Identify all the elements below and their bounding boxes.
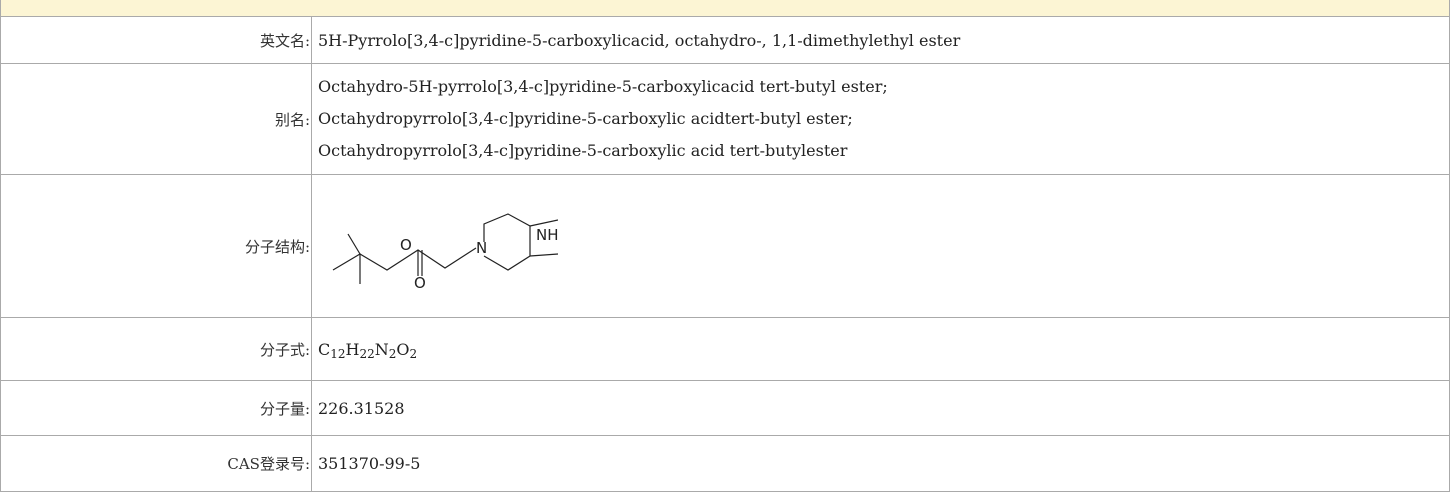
structure-label: 分子结构: <box>0 174 312 318</box>
cas-value: 351370-99-5 <box>311 435 1450 492</box>
formula-count: 12 <box>330 346 346 361</box>
nitrogen-atom-label: N <box>476 239 487 257</box>
formula-element: C <box>318 339 331 359</box>
alias-line: Octahydro-5H-pyrrolo[3,4-c]pyridine-5-ca… <box>318 77 888 96</box>
formula-count: 22 <box>359 346 375 361</box>
structure-value: O O N NH <box>311 174 1450 318</box>
english-name-label: 英文名: <box>0 16 312 64</box>
alias-line: Octahydropyrrolo[3,4-c]pyridine-5-carbox… <box>318 109 853 128</box>
table-row-english-name: 英文名: 5H-Pyrrolo[3,4-c]pyridine-5-carboxy… <box>0 16 1450 64</box>
properties-table: 英文名: 5H-Pyrrolo[3,4-c]pyridine-5-carboxy… <box>0 16 1450 492</box>
formula-label: 分子式: <box>0 317 312 381</box>
nh-atom-label: NH <box>536 226 558 244</box>
alias-value: Octahydro-5H-pyrrolo[3,4-c]pyridine-5-ca… <box>311 63 1450 175</box>
molecular-weight-value: 226.31528 <box>311 380 1450 436</box>
formula-element: O <box>396 339 410 359</box>
table-row-cas: CAS登录号: 351370-99-5 <box>0 435 1450 492</box>
formula-element: H <box>345 339 360 359</box>
molecular-structure-image: O O N NH <box>332 213 558 288</box>
formula-count: 2 <box>388 346 397 361</box>
formula-value: C12H22N2O2 <box>311 317 1450 381</box>
cas-label: CAS登录号: <box>0 435 312 492</box>
oxygen-atom-label: O <box>400 236 412 254</box>
alias-line: Octahydropyrrolo[3,4-c]pyridine-5-carbox… <box>318 141 848 160</box>
section-header-bar <box>0 0 1450 17</box>
table-row-structure: 分子结构: O O N NH <box>0 174 1450 318</box>
table-row-molecular-weight: 分子量: 226.31528 <box>0 380 1450 436</box>
alias-label: 别名: <box>0 63 312 175</box>
molecular-weight-label: 分子量: <box>0 380 312 436</box>
table-row-formula: 分子式: C12H22N2O2 <box>0 317 1450 381</box>
table-row-alias: 别名: Octahydro-5H-pyrrolo[3,4-c]pyridine-… <box>0 63 1450 175</box>
english-name-value: 5H-Pyrrolo[3,4-c]pyridine-5-carboxylicac… <box>311 16 1450 64</box>
formula-element: N <box>374 339 389 359</box>
oxygen-atom-label: O <box>414 274 426 288</box>
formula-count: 2 <box>409 346 418 361</box>
